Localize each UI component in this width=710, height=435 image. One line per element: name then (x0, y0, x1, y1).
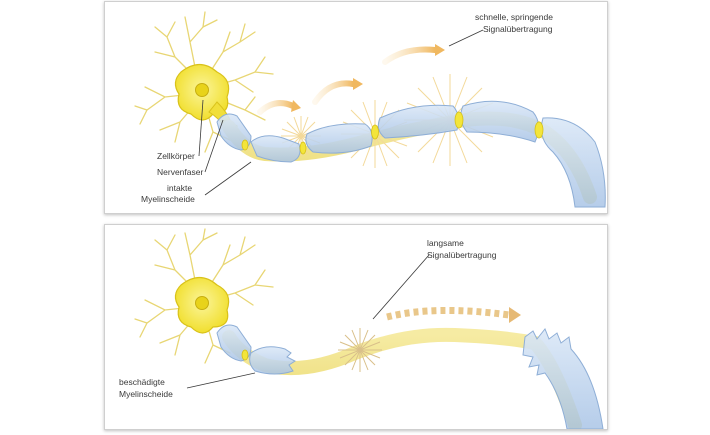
intact-neuron-illustration: Zellkörper Nervenfaser intakte Myelinsch… (134, 11, 606, 208)
dendrites (134, 228, 274, 364)
panel-intact-myelin: Zellkörper Nervenfaser intakte Myelinsch… (104, 1, 608, 214)
callout-leader-fast (448, 29, 484, 47)
saltatory-arrows (257, 46, 438, 115)
myelin-segment (377, 104, 459, 139)
callout-fast-line1: schnelle, springende (475, 12, 553, 22)
damaged-neuron-illustration: beschädigte Myelinscheide langsame Signa… (119, 228, 604, 429)
label-leader-lines (198, 99, 252, 196)
myelin-segment-frayed (249, 346, 296, 375)
myelin-segment (250, 135, 301, 163)
callout-fast-line2: Signalübertragung (483, 24, 553, 34)
myelin-segment-frayed (522, 328, 604, 429)
label-damaged-line2: Myelinscheide (119, 389, 173, 399)
myelin-sheath-damaged (216, 324, 604, 429)
label-myelin-line1: intakte (167, 183, 192, 193)
myelin-segment (540, 117, 606, 208)
callout-slow-line2: Signalübertragung (427, 250, 497, 260)
signal-spark (338, 328, 382, 372)
label-leader-line (186, 372, 256, 389)
nucleus (195, 83, 209, 97)
callout-leader-slow (372, 254, 430, 320)
panel-damaged-myelin: beschädigte Myelinscheide langsame Signa… (104, 224, 608, 430)
callout-slow-line1: langsame (427, 238, 464, 248)
myelin-segment (460, 100, 539, 143)
label-cell-body: Zellkörper (157, 151, 195, 161)
nucleus (195, 296, 209, 310)
myelin-sheath-intact (216, 100, 606, 208)
nodes-of-ranvier (241, 349, 249, 361)
nodes-of-ranvier (241, 111, 544, 155)
label-damaged-line1: beschädigte (119, 377, 165, 387)
arrow-heads (291, 44, 445, 112)
label-myelin-line2: Myelinscheide (141, 194, 195, 204)
myelin-segment (305, 123, 373, 154)
slow-signal-arrow (386, 306, 510, 321)
slow-signal-arrow-head (509, 307, 521, 323)
label-nerve-fiber: Nervenfaser (157, 167, 203, 177)
